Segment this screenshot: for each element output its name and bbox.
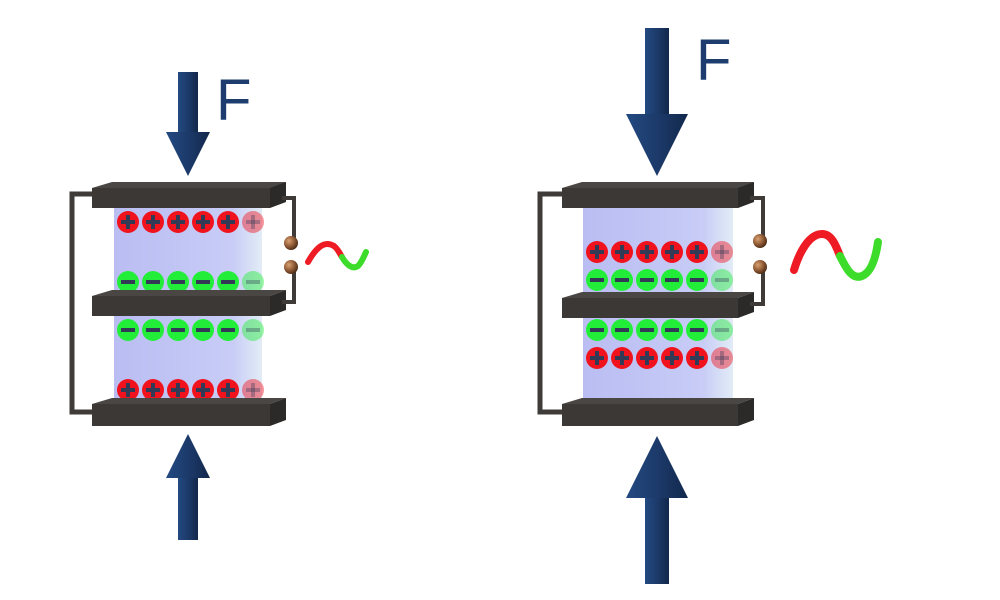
positive-charge-icon xyxy=(242,379,264,401)
plus-sign-icon xyxy=(226,215,230,229)
top-plate-right xyxy=(562,182,754,208)
plus-sign-icon xyxy=(246,388,260,392)
plus-sign-icon xyxy=(251,383,255,397)
charge-layers-left xyxy=(117,211,264,401)
plus-sign-icon xyxy=(645,245,649,259)
negative-charge-icon xyxy=(711,319,733,341)
plus-sign-icon xyxy=(720,351,724,365)
plus-sign-icon xyxy=(126,383,130,397)
minus-sign-icon xyxy=(665,328,679,332)
minus-sign-icon xyxy=(640,328,654,332)
output-wire-top-left xyxy=(282,196,296,238)
minus-sign-icon xyxy=(246,280,260,284)
positive-charge-icon xyxy=(711,241,733,263)
external-wire-right xyxy=(537,191,562,415)
force-label-left: F xyxy=(216,68,251,133)
arrow-icon xyxy=(166,434,210,540)
plus-sign-icon xyxy=(695,351,699,365)
ac-wave-icon xyxy=(790,229,882,281)
positive-charge-icon xyxy=(711,347,733,369)
plus-sign-icon xyxy=(595,245,599,259)
minus-sign-icon xyxy=(171,280,185,284)
panel-left: F xyxy=(69,68,369,540)
minus-sign-icon xyxy=(590,278,604,282)
terminal-icon xyxy=(753,234,767,248)
middle-plate-left xyxy=(92,290,286,316)
plus-sign-icon xyxy=(201,215,205,229)
plus-sign-icon xyxy=(151,215,155,229)
output-wire-top-right xyxy=(750,196,765,236)
minus-sign-icon xyxy=(246,328,260,332)
minus-sign-icon xyxy=(615,328,629,332)
bottom-plate-left xyxy=(92,398,286,426)
minus-sign-icon xyxy=(121,328,135,332)
minus-sign-icon xyxy=(196,328,210,332)
minus-sign-icon xyxy=(640,278,654,282)
minus-sign-icon xyxy=(171,328,185,332)
plus-sign-icon xyxy=(151,383,155,397)
plus-sign-icon xyxy=(126,215,130,229)
charge-layers-right xyxy=(586,241,733,369)
bottom-plate-right xyxy=(562,398,754,426)
plus-sign-icon xyxy=(645,351,649,365)
output-wire-bottom-left xyxy=(282,272,296,304)
minus-sign-icon xyxy=(615,278,629,282)
plus-sign-icon xyxy=(246,220,260,224)
plus-sign-icon xyxy=(251,215,255,229)
minus-sign-icon xyxy=(146,328,160,332)
plus-sign-icon xyxy=(176,383,180,397)
minus-sign-icon xyxy=(121,280,135,284)
plus-sign-icon xyxy=(201,383,205,397)
minus-sign-icon xyxy=(590,328,604,332)
plus-sign-icon xyxy=(715,250,729,254)
plus-sign-icon xyxy=(670,245,674,259)
positive-charge-icon xyxy=(242,211,264,233)
minus-sign-icon xyxy=(146,280,160,284)
middle-plate-right xyxy=(562,292,754,318)
negative-charge-icon xyxy=(242,319,264,341)
plus-sign-icon xyxy=(176,215,180,229)
plus-sign-icon xyxy=(620,351,624,365)
top-plate-left xyxy=(92,182,286,208)
ac-wave-icon xyxy=(305,241,369,271)
external-wire-left xyxy=(69,191,92,415)
negative-charge-icon xyxy=(711,269,733,291)
plus-sign-icon xyxy=(595,351,599,365)
arrow-icon xyxy=(166,72,210,176)
terminal-icon xyxy=(284,236,298,250)
force-label-right: F xyxy=(696,28,731,93)
output-wire-bottom-right xyxy=(750,272,765,306)
plus-sign-icon xyxy=(670,351,674,365)
crystal-upper-right xyxy=(583,208,733,294)
plus-sign-icon xyxy=(695,245,699,259)
minus-sign-icon xyxy=(221,280,235,284)
terminal-icon xyxy=(284,260,298,274)
minus-sign-icon xyxy=(715,278,729,282)
arrow-icon xyxy=(626,436,688,584)
minus-sign-icon xyxy=(196,280,210,284)
minus-sign-icon xyxy=(715,328,729,332)
minus-sign-icon xyxy=(690,328,704,332)
minus-sign-icon xyxy=(665,278,679,282)
plus-sign-icon xyxy=(720,245,724,259)
crystal-lower-right xyxy=(583,316,733,402)
terminal-icon xyxy=(753,260,767,274)
minus-sign-icon xyxy=(690,278,704,282)
plus-sign-icon xyxy=(620,245,624,259)
plus-sign-icon xyxy=(715,356,729,360)
minus-sign-icon xyxy=(221,328,235,332)
arrow-icon xyxy=(626,28,688,176)
plus-sign-icon xyxy=(226,383,230,397)
negative-charge-icon xyxy=(242,271,264,293)
panel-right: F xyxy=(537,28,882,584)
